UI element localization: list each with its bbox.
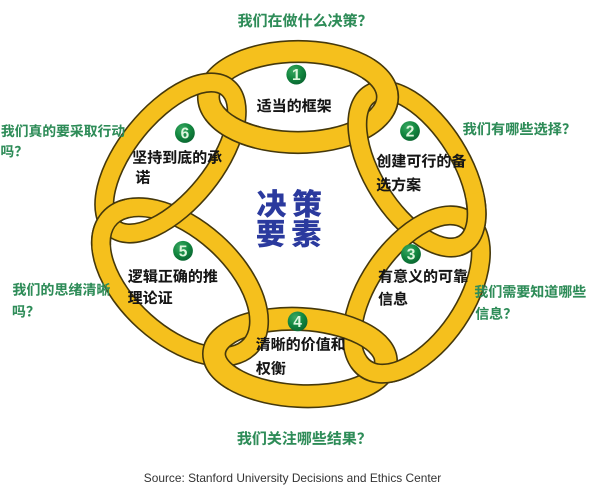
svg-text:4: 4 xyxy=(293,314,302,331)
svg-text:5: 5 xyxy=(179,243,188,260)
svg-text:3: 3 xyxy=(407,247,416,264)
svg-text:Source: Stanford University De: Source: Stanford University Decisions an… xyxy=(144,471,441,485)
svg-text:2: 2 xyxy=(406,124,415,141)
svg-text:6: 6 xyxy=(181,126,190,143)
svg-text:1: 1 xyxy=(292,67,301,84)
